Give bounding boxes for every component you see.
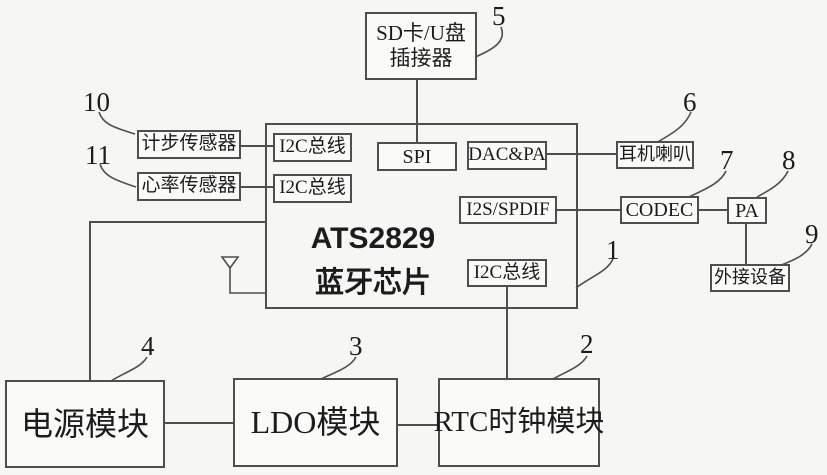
connector-dacpa-to-earphone <box>547 153 616 155</box>
ref-label-2: 2 <box>580 329 594 359</box>
block-external-device: 外接设备 <box>710 264 790 292</box>
external-device-label: 外接设备 <box>714 267 786 288</box>
connector-heart-to-i2c <box>240 186 273 188</box>
ref-label-8: 8 <box>782 145 796 175</box>
sd-connector-label-line2: 插接器 <box>389 46 453 70</box>
connector-i2s-to-codec <box>556 209 620 211</box>
connector-power-to-ldo <box>165 422 233 424</box>
block-power-module: 电源模块 <box>5 380 165 468</box>
ref-label-3: 3 <box>349 331 363 361</box>
rtc-module-label: RTC时钟模块 <box>433 406 605 439</box>
heart-rate-sensor-label: 心率传感器 <box>141 175 237 197</box>
ref-label-1: 1 <box>606 235 620 265</box>
i2c-bus-top-label: I2C总线 <box>279 136 346 158</box>
i2c-bus-bottom-label: I2C总线 <box>473 261 541 283</box>
connector-codec-to-pa <box>698 209 727 211</box>
dac-pa-label: DAC&PA <box>468 144 546 166</box>
sd-connector-label-line1: SD卡/U盘 <box>376 20 466 45</box>
step-sensor-label: 计步传感器 <box>141 133 237 155</box>
block-spi: SPI <box>377 142 457 171</box>
connector-power-to-chip-horizontal <box>89 221 266 223</box>
i2s-spdif-label: I2S/SPDIF <box>466 198 550 220</box>
ref-label-6: 6 <box>683 87 697 117</box>
connector-step-to-i2c <box>240 145 273 147</box>
block-pa: PA <box>727 197 767 224</box>
ref-label-9: 9 <box>805 219 819 249</box>
connector-ldo-to-rtc <box>398 424 438 426</box>
ref-label-5: 5 <box>492 1 506 31</box>
earphone-speaker-label: 耳机喇叭 <box>619 144 691 165</box>
power-module-label: 电源模块 <box>20 405 149 442</box>
block-i2c-bus-bottom: I2C总线 <box>467 259 547 287</box>
block-ldo-module: LDO模块 <box>233 378 398 467</box>
connector-power-to-chip-vertical <box>89 221 91 380</box>
block-i2c-bus-top: I2C总线 <box>273 133 352 162</box>
pa-label: PA <box>735 199 759 222</box>
ref-label-7: 7 <box>720 145 734 175</box>
ldo-module-label: LDO模块 <box>250 404 381 441</box>
spi-label: SPI <box>402 145 432 168</box>
antenna-icon <box>220 256 265 294</box>
ref-label-10: 10 <box>83 87 110 117</box>
codec-label: CODEC <box>625 199 694 221</box>
i2c-bus-mid-label: I2C总线 <box>279 177 346 199</box>
block-dac-pa: DAC&PA <box>467 141 547 170</box>
block-heart-rate-sensor: 心率传感器 <box>137 172 241 201</box>
block-rtc-module: RTC时钟模块 <box>434 378 604 467</box>
block-i2s-spdif: I2S/SPDIF <box>459 196 557 224</box>
ref-label-4: 4 <box>141 331 155 361</box>
ref-label-11: 11 <box>85 140 111 170</box>
connector-pa-to-external <box>745 224 747 264</box>
connector-i2c-to-rtc <box>506 287 508 378</box>
chip-title: ATS2829 蓝牙芯片 <box>288 222 458 301</box>
chip-model-label: ATS2829 <box>310 222 436 255</box>
block-earphone-speaker: 耳机喇叭 <box>616 141 694 169</box>
block-codec: CODEC <box>620 196 699 224</box>
block-i2c-bus-mid: I2C总线 <box>273 174 352 203</box>
block-sd-connector: SD卡/U盘 插接器 <box>365 12 477 80</box>
connector-sd-to-spi <box>416 80 418 142</box>
block-step-sensor: 计步传感器 <box>137 130 241 159</box>
block-bluetooth-chip <box>265 123 578 309</box>
chip-name-label: 蓝牙芯片 <box>314 267 431 299</box>
